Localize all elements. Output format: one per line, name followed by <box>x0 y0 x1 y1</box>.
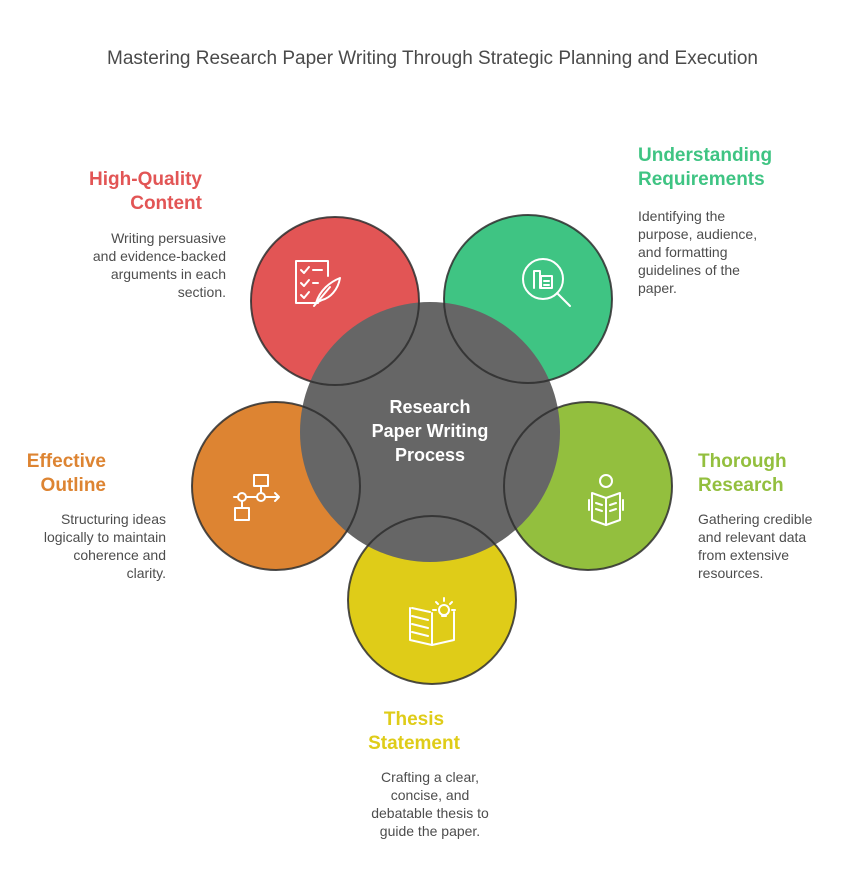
desc-line: resources. <box>698 565 764 581</box>
thesis-heading: Thesis Statement <box>330 708 498 756</box>
desc-line: purpose, audience, <box>638 226 758 242</box>
requirements-heading: Understanding Requirements <box>638 144 838 192</box>
book-idea-icon <box>409 597 456 646</box>
checklist-pen-icon <box>295 260 341 307</box>
outline-heading: Effective Outline <box>6 450 106 498</box>
heading-line: Understanding <box>638 145 773 166</box>
heading-line: High-Quality <box>89 169 202 190</box>
desc-line: debatable thesis to <box>371 805 489 821</box>
document-search-icon <box>522 258 571 307</box>
desc-line: arguments in each <box>110 266 226 282</box>
quality-description: Writing persuasive and evidence-backed a… <box>40 229 226 301</box>
center-label: Research Paper Writing Process <box>330 395 530 467</box>
desc-line: and formatting <box>638 244 728 260</box>
quality-heading: High-Quality Content <box>40 168 202 216</box>
desc-line: Gathering credible <box>698 511 813 527</box>
heading-line: Outline <box>40 475 106 496</box>
desc-line: Writing persuasive <box>111 230 226 246</box>
center-line: Paper Writing <box>371 421 489 441</box>
requirements-description: Identifying the purpose, audience, and f… <box>638 207 838 297</box>
desc-line: and evidence-backed <box>92 248 226 264</box>
desc-line: concise, and <box>390 787 470 803</box>
heading-line: Statement <box>368 733 460 754</box>
person-reading-icon <box>588 474 624 526</box>
center-circle <box>300 302 560 562</box>
desc-line: paper. <box>638 280 677 296</box>
research-description: Gathering credible and relevant data fro… <box>698 510 858 582</box>
outline-description: Structuring ideas logically to maintain … <box>6 510 166 582</box>
desc-line: from extensive <box>698 547 790 563</box>
heading-line: Thesis <box>383 709 445 730</box>
desc-line: section. <box>177 284 226 300</box>
center-line: Process <box>394 445 466 465</box>
heading-line: Thorough <box>698 451 787 472</box>
overlap-outlines <box>191 214 673 685</box>
desc-line: Crafting a clear, <box>380 769 480 785</box>
flowchart-icon <box>233 474 280 521</box>
thesis-circle <box>348 516 516 684</box>
heading-line: Requirements <box>638 169 765 190</box>
desc-line: Structuring ideas <box>60 511 166 527</box>
desc-line: guide the paper. <box>379 823 481 839</box>
thesis-description: Crafting a clear, concise, and debatable… <box>350 768 510 840</box>
center-line: Research <box>389 397 471 417</box>
desc-line: and relevant data <box>698 529 807 545</box>
desc-line: logically to maintain <box>43 529 166 545</box>
heading-line: Research <box>698 475 784 496</box>
heading-line: Content <box>130 193 202 214</box>
desc-line: Identifying the <box>638 208 726 224</box>
diagram-title: Mastering Research Paper Writing Through… <box>107 48 758 69</box>
heading-line: Effective <box>26 451 106 472</box>
desc-line: coherence and <box>73 547 166 563</box>
desc-line: clarity. <box>126 565 166 581</box>
research-heading: Thorough Research <box>698 450 848 498</box>
desc-line: guidelines of the <box>638 262 740 278</box>
